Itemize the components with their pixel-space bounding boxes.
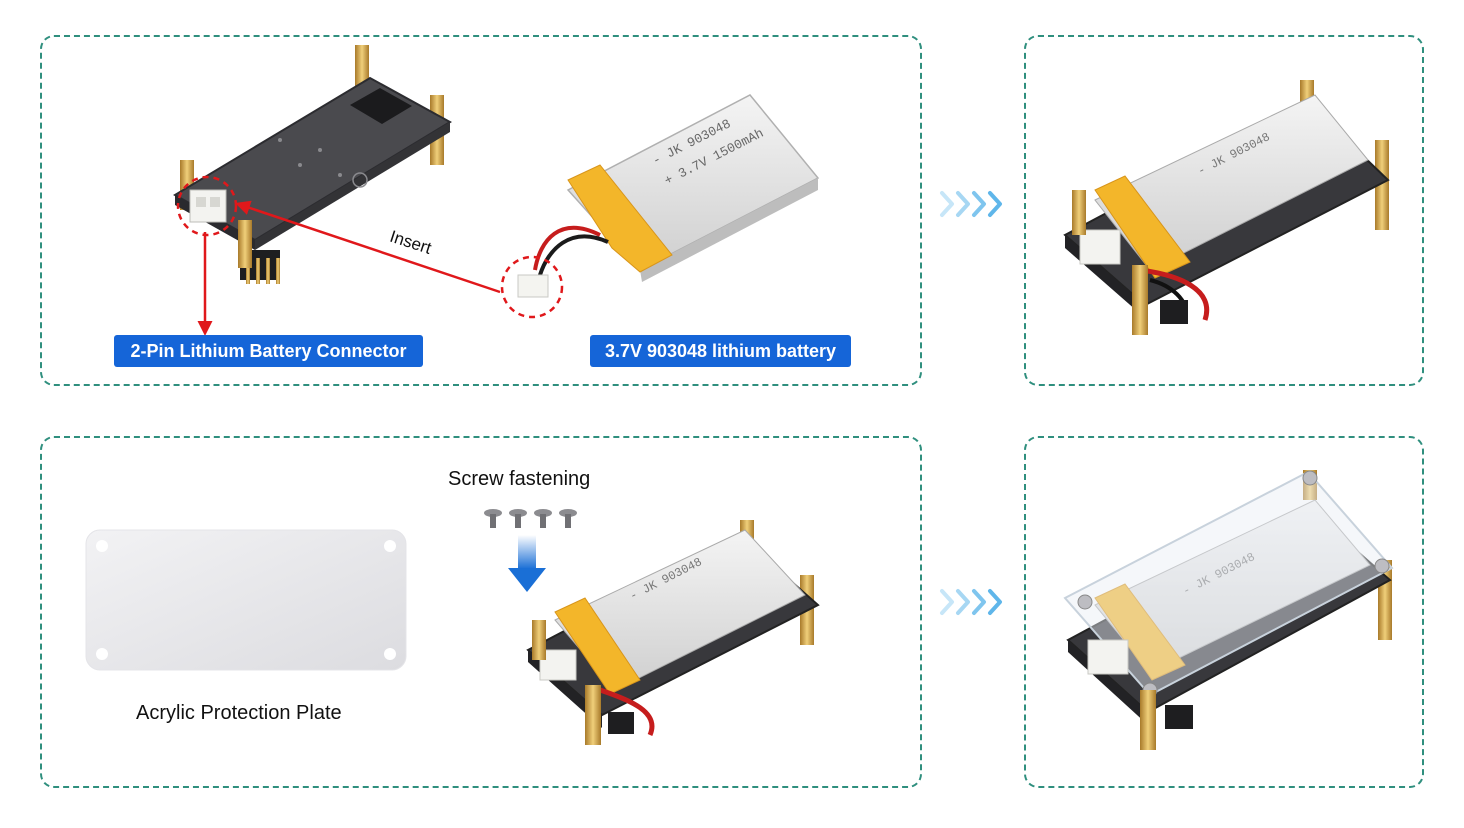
connector-label: 2-Pin Lithium Battery Connector bbox=[114, 335, 423, 367]
panel-step-3-acrylic-plate bbox=[40, 436, 922, 788]
assembled-module: - JK 903048 bbox=[1063, 80, 1390, 335]
panel-step-1-connect-battery bbox=[40, 35, 922, 386]
acrylic-plate bbox=[85, 529, 407, 671]
panel-step-2-assembled bbox=[1024, 35, 1424, 386]
chevron-arrows-icon bbox=[940, 191, 1002, 217]
panel-step-4-final bbox=[1024, 436, 1424, 788]
plug-highlight-circle bbox=[500, 255, 564, 319]
pcb-board bbox=[173, 45, 452, 284]
lithium-battery: - JK 903048 + 3.7V 1500mAh bbox=[517, 94, 820, 298]
insert-label: Insert bbox=[388, 227, 435, 258]
insert-arrow bbox=[235, 200, 501, 294]
screws-icon bbox=[484, 509, 577, 528]
module-with-battery: - JK 903048 bbox=[526, 520, 820, 745]
final-module-with-acrylic: - JK 903048 bbox=[1063, 470, 1394, 750]
battery-label: 3.7V 903048 lithium battery bbox=[590, 335, 851, 367]
screw-fastening-label: Screw fastening bbox=[448, 468, 591, 490]
acrylic-plate-label: Acrylic Protection Plate bbox=[136, 702, 342, 724]
chevron-arrows-icon bbox=[940, 589, 1002, 615]
down-arrow-icon bbox=[508, 535, 546, 592]
